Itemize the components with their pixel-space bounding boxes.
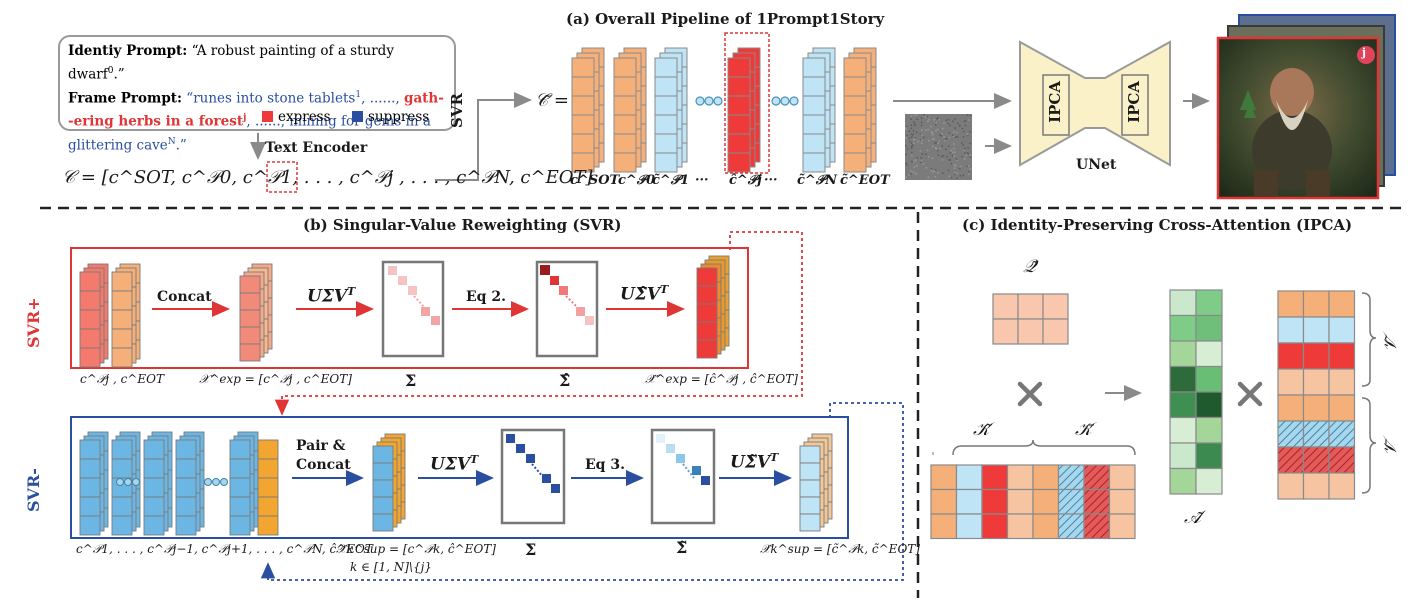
unet-label: UNet <box>1076 157 1117 173</box>
ellipsis-dot <box>220 478 228 486</box>
ellipsis-dot <box>132 478 140 486</box>
column-label: c̃^EOT <box>840 173 890 188</box>
svr-minus-input-col <box>229 431 259 536</box>
column-label: c^𝒫0 <box>618 173 656 188</box>
plus-input-label: c^𝒫j , c^EOT <box>80 372 164 386</box>
section-c-title: (c) Identity-Preserving Cross-Attention … <box>962 216 1353 234</box>
column-label: c̃^𝒫1 <box>652 173 690 188</box>
k-tilde-label: 𝒦̃ <box>973 419 990 440</box>
v-tilde-label: 𝒱̃ <box>1380 337 1401 352</box>
q-tilde-grid <box>992 293 1069 345</box>
sigma-plus-label: Σ <box>405 371 417 390</box>
badge-j: j <box>1362 46 1366 59</box>
usv-hat-plus: UΣ̂VT <box>620 283 669 305</box>
minus-input-label: c^𝒫1, . . . , c^𝒫j−1, c^𝒫j+1, . . . , c^… <box>76 542 373 556</box>
ellipsis-dot <box>116 478 124 486</box>
svr-minus-xsup <box>372 433 406 532</box>
usv-tilde-minus: UΣ̃VT <box>730 451 779 473</box>
prompt-box: Identiy Prompt: “A robust painting of a … <box>58 35 456 153</box>
col-pn <box>802 47 836 173</box>
column-label: ··· <box>764 173 778 188</box>
legend-express: express <box>262 107 331 127</box>
ellipsis-dot <box>780 96 790 106</box>
usv-plus: UΣVT <box>307 285 356 307</box>
ellipsis-dot <box>713 96 723 106</box>
svr-plus-xexp-hat <box>696 255 730 359</box>
sigma-minus-label: Σ <box>525 540 537 559</box>
svr-plus-label: SVR+ <box>24 297 43 348</box>
svr-label: SVR <box>448 93 466 128</box>
column-label: ĉ^𝒫j <box>729 173 762 188</box>
col-sot <box>571 47 605 173</box>
ellipsis-dot <box>695 96 705 106</box>
concat-label: Concat <box>157 289 212 305</box>
col-p1 <box>654 47 688 173</box>
section-a-title: (a) Overall Pipeline of 1Prompt1Story <box>566 10 885 28</box>
frame-prompt-label: Frame Prompt: <box>68 90 182 106</box>
output-images <box>1216 14 1396 200</box>
noise-latent <box>905 114 972 180</box>
identity-prompt-label: Identiy Prompt: <box>68 43 188 59</box>
svr-minus-input-eot <box>257 439 279 536</box>
plus-xexp-hat-label: 𝒳̂^exp = [ĉ^𝒫j , ĉ^EOT] <box>645 372 798 386</box>
sigma-tilde-minus-label: Σ̃ <box>676 538 688 557</box>
svr-minus-label: SVR- <box>24 468 43 512</box>
a-grid <box>1169 289 1223 495</box>
a-tilde-label: 𝒜̃ <box>1184 507 1202 528</box>
ellipsis-dot <box>789 96 799 106</box>
col-pj <box>727 47 761 173</box>
sigma-matrix-plus <box>381 260 445 358</box>
ipca-block-left <box>1042 74 1070 136</box>
sigma-hat-plus-label: Σ̂ <box>559 371 571 390</box>
col-p0 <box>613 47 647 173</box>
identity-prompt-text: “A robust painting of a sturdy dwarf <box>68 43 394 83</box>
ellipsis-dot <box>704 96 714 106</box>
k-bar-label: 𝒦̄ <box>1075 419 1092 440</box>
minus-xsup-label: 𝒳̂k^sup = [c^𝒫k, ĉ^EOT] <box>336 542 496 556</box>
section-b-title: (b) Singular-Value Reweighting (SVR) <box>303 216 622 234</box>
embedding-columns <box>571 47 877 173</box>
eq3-label: Eq 3. <box>585 457 625 473</box>
sigma-tilde-matrix-minus <box>650 428 716 525</box>
column-label: ··· <box>695 173 709 188</box>
text-encoder-label: Text Encoder <box>265 140 368 156</box>
sigma-matrix-minus <box>500 428 566 525</box>
svr-plus-box <box>70 247 749 369</box>
c-tilde-eq: 𝒞̃ = <box>535 90 569 111</box>
ipca-left-label: IPCA <box>1046 81 1064 123</box>
svr-minus-xsup-tilde <box>799 433 833 532</box>
ipca-block-right <box>1121 74 1149 136</box>
q-tilde-label: 𝒬̃ <box>1023 256 1036 277</box>
svr-plus-input-eot <box>111 263 141 368</box>
svr-plus-xexp <box>239 263 273 362</box>
multiply-symbol-2 <box>1237 381 1263 407</box>
legend-suppress: suppress <box>352 107 429 127</box>
ellipsis-dot <box>212 478 220 486</box>
minus-xsup-tilde-label: 𝒳̂k^sup = [c̃^𝒫k, c̃^EOT] <box>760 542 920 556</box>
usv-minus: UΣVT <box>430 453 479 475</box>
v-grid <box>1277 290 1356 500</box>
eq2-label: Eq 2. <box>466 289 506 305</box>
ellipsis-dot <box>124 478 132 486</box>
col-eot <box>843 47 877 173</box>
column-label: c^SOT <box>570 173 620 188</box>
svr-minus-box <box>70 416 849 539</box>
v-bar-label: 𝒱̄ <box>1380 441 1401 456</box>
svr-plus-input-pj <box>79 263 109 368</box>
ellipsis-dot <box>771 96 781 106</box>
multiply-symbol-1 <box>1017 381 1043 407</box>
minus-k-label: k ∈ [1, N]\{j} <box>350 560 432 574</box>
ipca-right-label: IPCA <box>1125 81 1143 123</box>
svr-minus-input-col <box>79 431 109 536</box>
ellipsis-dot <box>204 478 212 486</box>
column-label: c̃^𝒫N <box>797 173 838 188</box>
pair-concat-label: Pair &Concat <box>296 438 351 473</box>
sigma-hat-matrix-plus <box>535 260 599 358</box>
svr-minus-input-col <box>143 431 173 536</box>
plus-xexp-label: 𝒳^exp = [c^𝒫j , c^EOT] <box>199 372 352 386</box>
k-grid <box>930 464 1136 540</box>
svr-minus-input-col <box>175 431 205 536</box>
c-formula: 𝒞 = [c^SOT, c^𝒫0, c^𝒫1, . . . , c^𝒫j , .… <box>62 167 593 188</box>
